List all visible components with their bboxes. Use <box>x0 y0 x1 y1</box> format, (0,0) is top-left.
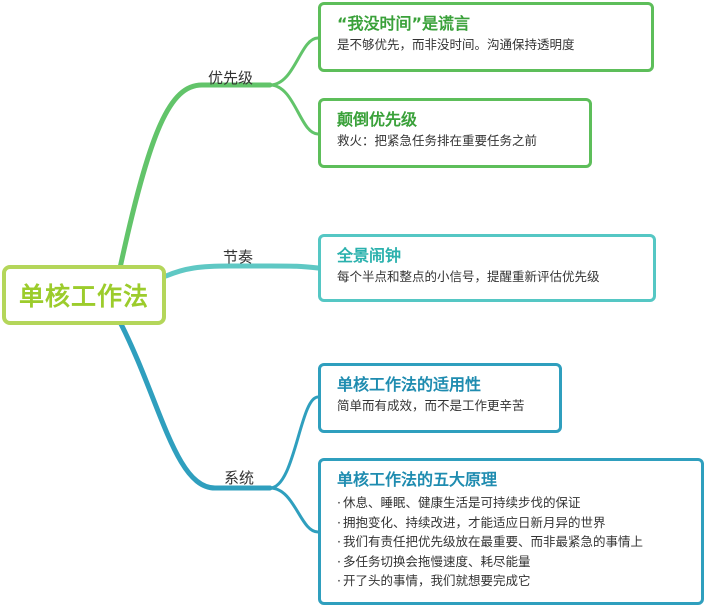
list-item: 多任务切换会拖慢速度、耗尽能量 <box>337 552 687 572</box>
link-priority-card1 <box>269 36 319 87</box>
list-item: 休息、睡眠、健康生活是可持续步伐的保证 <box>337 493 687 513</box>
root-label: 单核工作法 <box>18 282 149 311</box>
card-title: 全景闹钟 <box>337 246 402 265</box>
card-title: “我没时间”是谎言 <box>337 14 471 33</box>
link-root-rhythm <box>163 263 321 279</box>
link-system-card5 <box>269 486 319 534</box>
list-item: 拥抱变化、持续改进，才能适应日新月异的世界 <box>337 513 687 533</box>
card-text: 简单而有成效，而不是工作更辛苦 <box>337 398 525 413</box>
card-title: 单核工作法的五大原理 <box>337 470 498 489</box>
card-title: 颠倒优先级 <box>337 110 418 129</box>
branch-system-label[interactable]: 系统 <box>224 469 255 487</box>
list-item: 我们有责任把优先级放在最重要、而非最紧急的事情上 <box>337 532 687 552</box>
link-root-system <box>117 319 273 491</box>
card-five-principles[interactable]: 单核工作法的五大原理 休息、睡眠、健康生活是可持续步伐的保证 拥抱变化、持续改进… <box>318 458 704 605</box>
branch-priority-label[interactable]: 优先级 <box>208 69 254 87</box>
card-text: 救火：把紧急任务排在重要任务之前 <box>337 133 538 148</box>
card-title: 单核工作法的适用性 <box>337 375 482 394</box>
list-item: 开了头的事情，我们就想要完成它 <box>337 571 687 591</box>
principles-list: 休息、睡眠、健康生活是可持续步伐的保证 拥抱变化、持续改进，才能适应日新月异的世… <box>337 493 687 591</box>
card-text: 是不够优先，而非没时间。沟通保持透明度 <box>337 37 575 52</box>
card-text: 每个半点和整点的小信号，提醒重新评估优先级 <box>337 269 600 284</box>
card-applicability[interactable]: 单核工作法的适用性 简单而有成效，而不是工作更辛苦 <box>318 363 562 433</box>
link-system-card4 <box>269 395 319 490</box>
card-panorama-alarm[interactable]: 全景闹钟 每个半点和整点的小信号，提醒重新评估优先级 <box>318 234 656 302</box>
root-node[interactable]: 单核工作法 <box>2 265 166 325</box>
link-root-priority <box>117 82 273 271</box>
card-reverse-priority[interactable]: 颠倒优先级 救火：把紧急任务排在重要任务之前 <box>318 98 592 168</box>
branch-rhythm-label[interactable]: 节奏 <box>223 248 254 266</box>
link-priority-card2 <box>269 83 319 136</box>
card-no-time-lie[interactable]: “我没时间”是谎言 是不够优先，而非没时间。沟通保持透明度 <box>318 2 654 72</box>
